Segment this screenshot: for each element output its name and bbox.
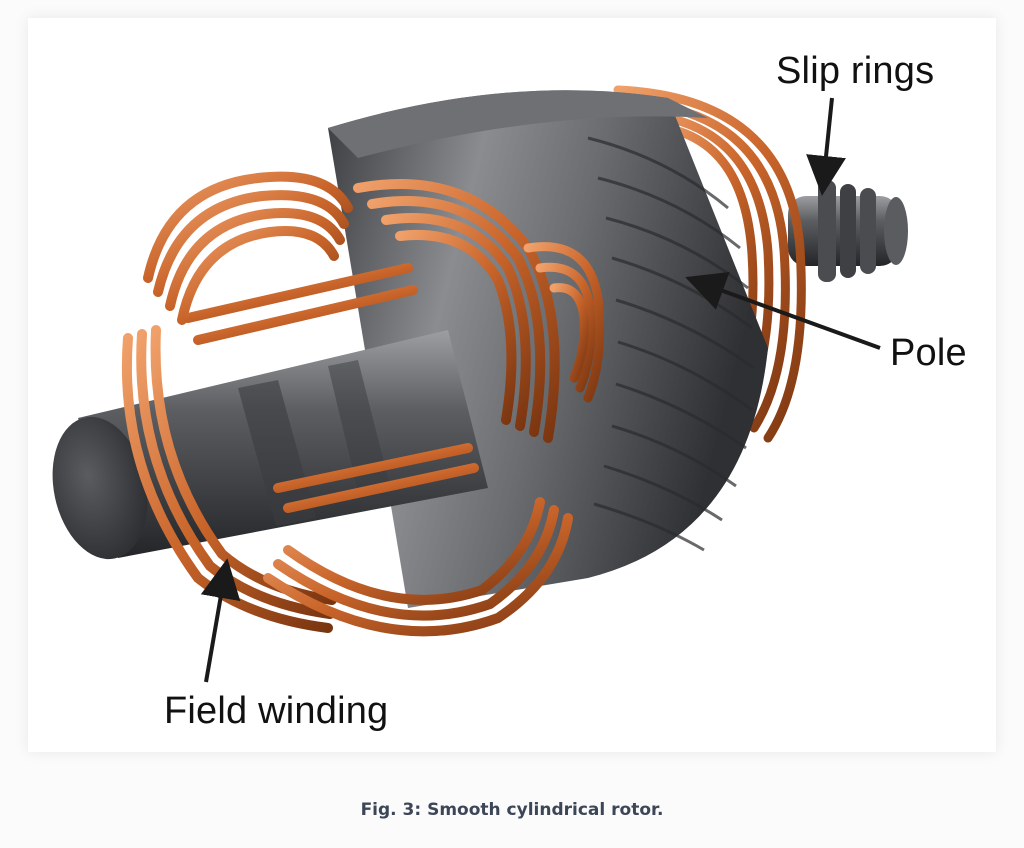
rotor-illustration <box>52 85 908 683</box>
figure-caption: Fig. 3: Smooth cylindrical rotor. <box>360 800 664 820</box>
field-winding-arrow <box>200 558 241 683</box>
figure-card: Slip rings Pole Field winding <box>28 18 996 752</box>
slip-rings <box>788 180 908 282</box>
shaft <box>52 330 488 560</box>
pole-slots <box>587 136 755 552</box>
field-winding-label: Field winding <box>164 690 389 732</box>
inner-coils <box>523 242 605 403</box>
slip-rings-label: Slip rings <box>776 50 935 92</box>
slip-rings-arrow <box>806 97 846 196</box>
callout-arrows <box>200 97 881 683</box>
pole-arrow <box>685 272 881 350</box>
pole-label: Pole <box>890 332 967 374</box>
front-windings <box>121 171 573 637</box>
